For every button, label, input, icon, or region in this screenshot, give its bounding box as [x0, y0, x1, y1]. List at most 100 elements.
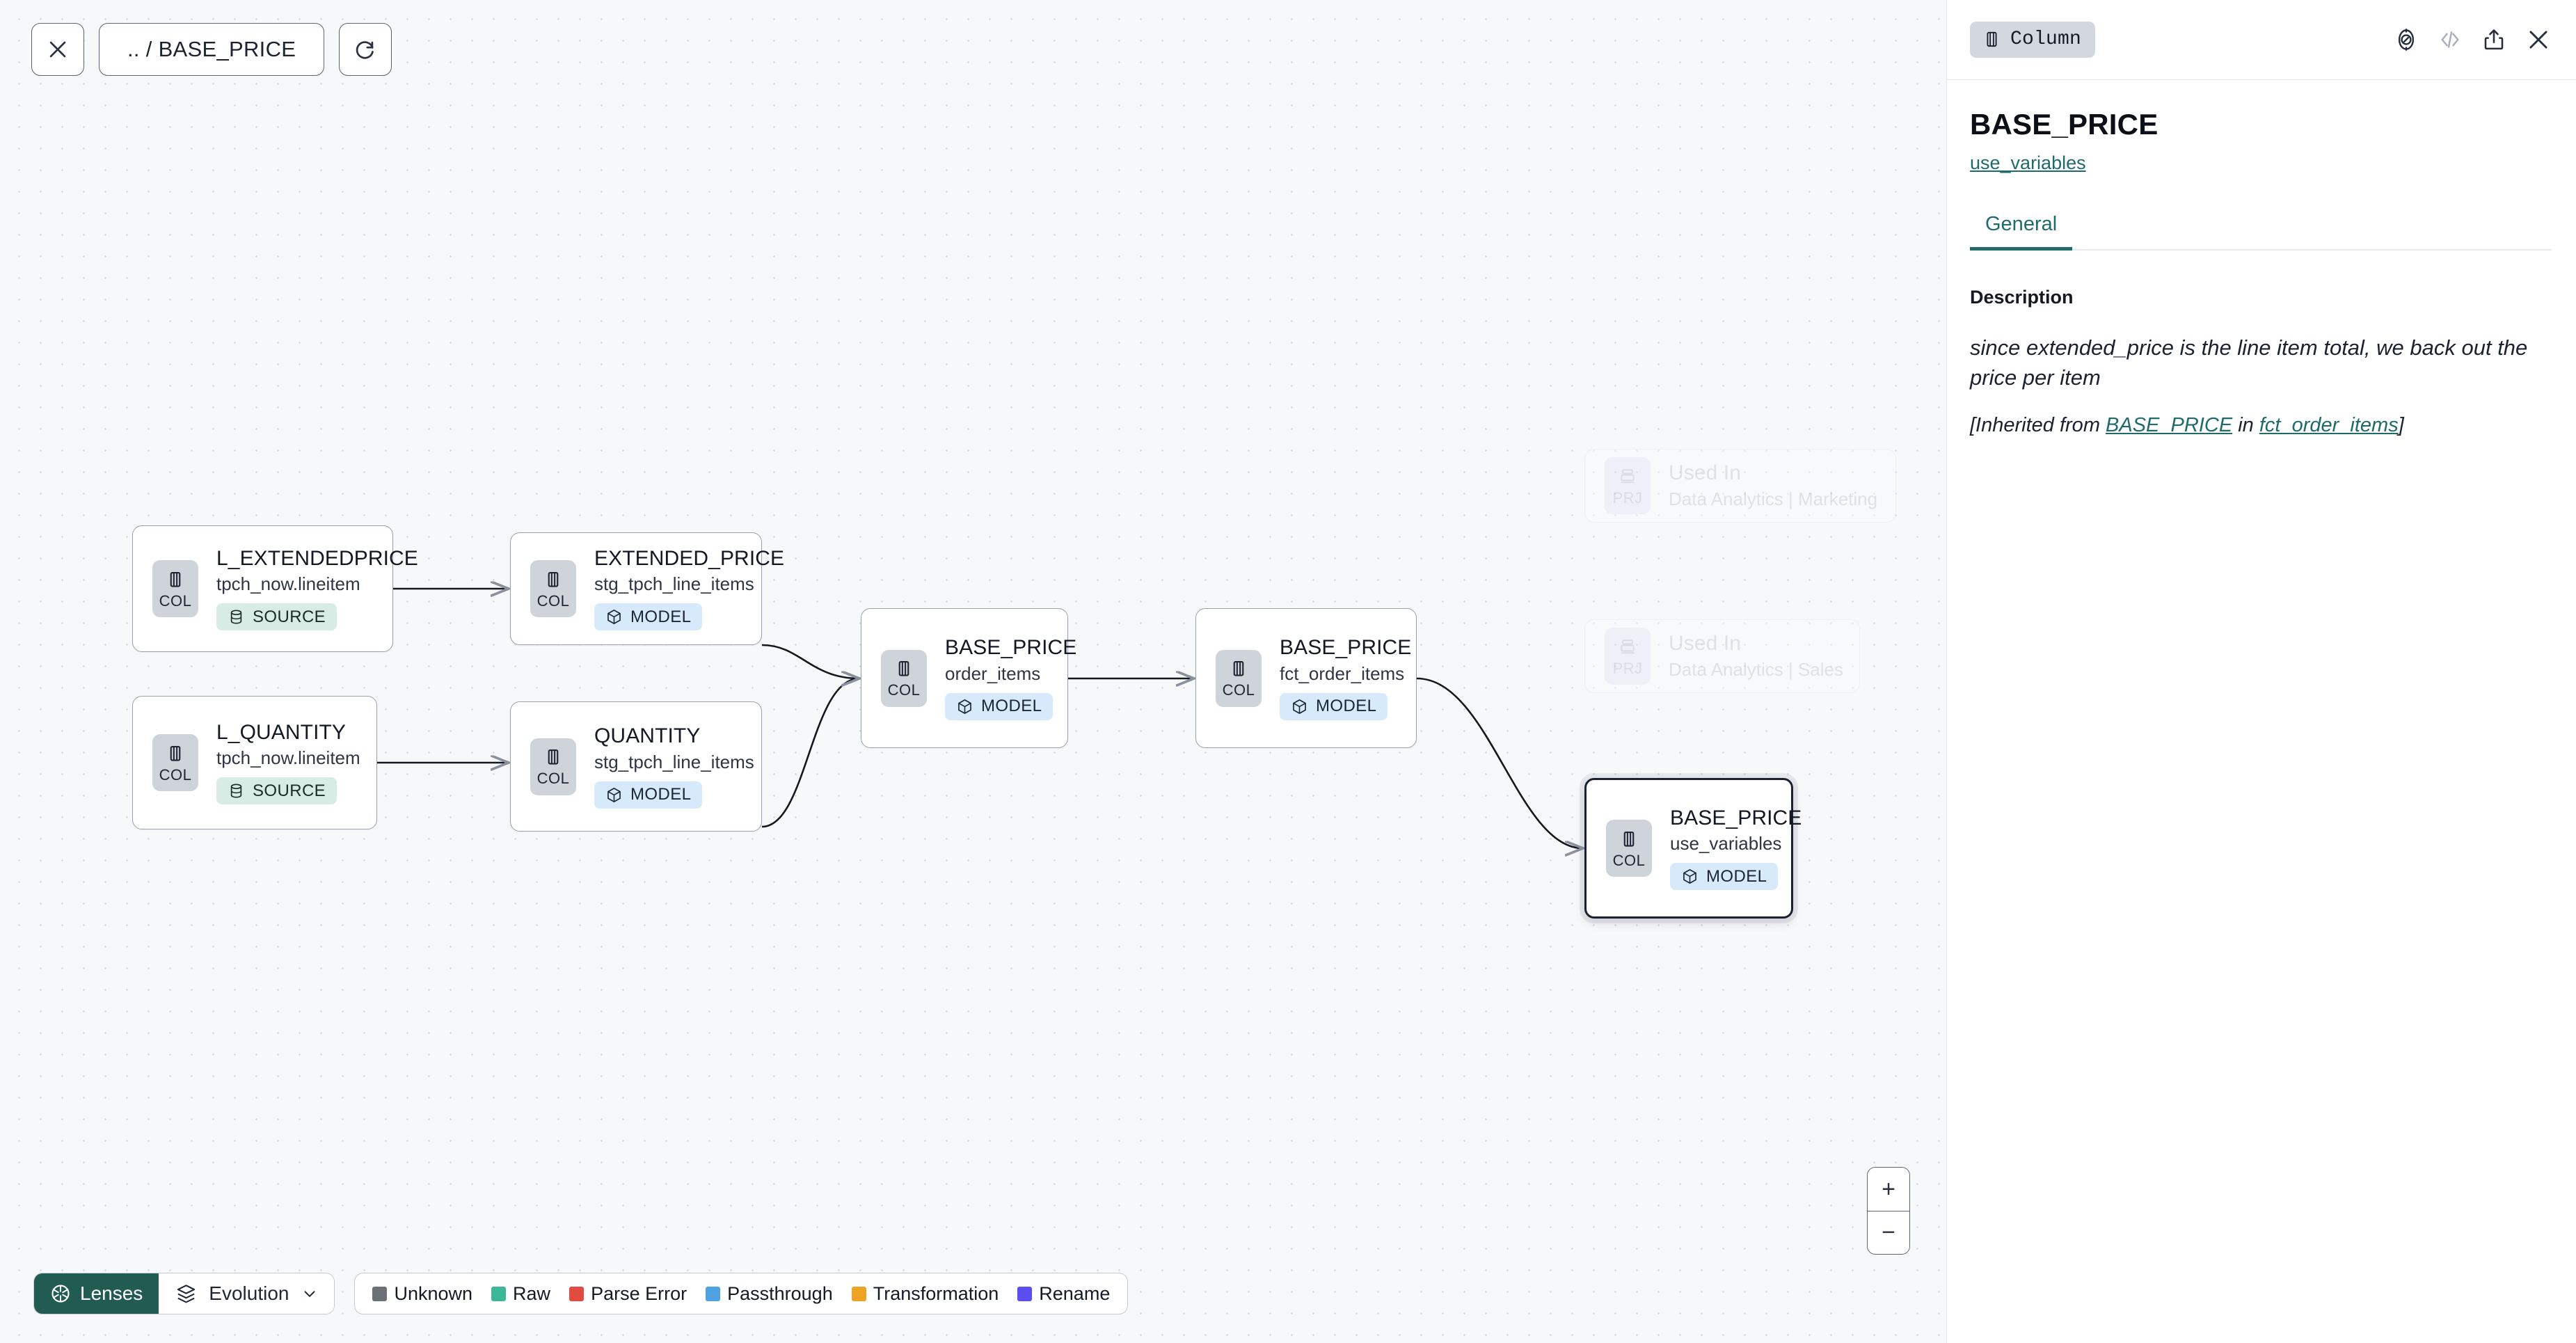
node-kind-label: COL: [159, 591, 192, 610]
column-icon: [170, 745, 181, 761]
node-kind-badge: COL: [152, 734, 198, 791]
node-kind-label: COL: [536, 591, 570, 610]
node-pill-label: SOURCE: [253, 781, 326, 800]
close-panel-icon[interactable]: [2525, 26, 2552, 53]
refresh-icon: [356, 41, 374, 59]
breadcrumb: .. / BASE_PRICE: [127, 37, 296, 61]
node-subtitle: order_items: [945, 662, 1041, 684]
legend-swatch-icon: [851, 1286, 866, 1301]
legend-item[interactable]: Raw: [491, 1283, 550, 1305]
close-icon: [49, 41, 66, 58]
close-graph-button[interactable]: [31, 23, 84, 76]
node-title: QUANTITY: [594, 724, 701, 748]
node-subtitle: tpch_now.lineitem: [216, 747, 360, 769]
node-kind-label: PRJ: [1612, 488, 1643, 507]
canvas-toolbar: .. / BASE_PRICE: [31, 23, 392, 76]
zoom-out-button[interactable]: −: [1868, 1211, 1909, 1254]
node-subtitle: use_variables: [1670, 833, 1782, 855]
inherited-column-link[interactable]: BASE_PRICE: [2106, 413, 2233, 436]
legend-item[interactable]: Unknown: [372, 1283, 472, 1305]
node-pill-model: MODEL: [945, 692, 1054, 720]
node-kind-label: COL: [159, 765, 192, 784]
refresh-button[interactable]: [339, 23, 392, 76]
evolution-button[interactable]: Evolution: [159, 1273, 335, 1314]
legend-item[interactable]: Transformation: [851, 1282, 999, 1305]
legend-swatch-icon: [569, 1286, 585, 1301]
description-label: Description: [1970, 287, 2074, 308]
node-title: BASE_PRICE: [945, 636, 1077, 660]
node-pill-model: MODEL: [594, 603, 703, 631]
node-title: L_QUANTITY: [216, 720, 347, 744]
node-subtitle: Data Analytics | Marketing: [1669, 488, 1878, 509]
lineage-legend: Unknown Raw Parse Error Passthrough Transfor…: [354, 1273, 1129, 1314]
column-icon: [170, 571, 181, 587]
share-icon[interactable]: [2481, 27, 2506, 52]
node-kind-badge: COL: [1216, 649, 1262, 707]
details-panel: Column: [1946, 0, 2576, 1343]
legend-label: Rename: [1039, 1282, 1111, 1304]
breadcrumb-button[interactable]: .. / BASE_PRICE: [99, 23, 325, 76]
page-title: BASE_PRICE: [1970, 108, 2158, 141]
cube-icon: [607, 787, 621, 802]
entity-type-chip: Column: [1970, 22, 2096, 58]
lenses-button[interactable]: Lenses: [34, 1273, 159, 1314]
database-icon: [230, 610, 242, 624]
node-title: Used In: [1669, 632, 1742, 655]
node-title: L_EXTENDEDPRICE: [216, 546, 418, 570]
zoom-control: + −: [1867, 1167, 1910, 1255]
node-pill-model: MODEL: [1670, 863, 1779, 891]
node-title: Used In: [1669, 461, 1742, 485]
node-pill-label: MODEL: [1706, 866, 1767, 886]
cube-icon: [607, 610, 621, 625]
node-kind-badge: COL: [530, 560, 576, 617]
legend-swatch-icon: [491, 1286, 507, 1301]
parent-model-link[interactable]: use_variables: [1970, 152, 2086, 173]
tab-general[interactable]: General: [1970, 213, 2073, 251]
inherited-prefix: [Inherited from: [1970, 413, 2106, 436]
node-body: Used In Data Analytics | Marketing: [1669, 461, 1877, 510]
node-subtitle: fct_order_items: [1280, 662, 1405, 684]
legend-label: Passthrough: [727, 1282, 833, 1304]
node-kind-badge: PRJ: [1605, 628, 1651, 685]
lineage-node-used_in_marketing[interactable]: PRJ Used In Data Analytics | Marketing: [1584, 449, 1896, 523]
canvas-bottom-bar: Lenses Evolution Unknown Raw Parse Error Pa…: [33, 1273, 1129, 1314]
node-pill-label: MODEL: [981, 697, 1042, 716]
node-pill-label: MODEL: [630, 785, 692, 804]
legend-item[interactable]: Rename: [1017, 1283, 1110, 1305]
code-icon[interactable]: [2438, 27, 2463, 52]
zoom-in-button[interactable]: +: [1868, 1168, 1909, 1211]
inherited-suffix: ]: [2398, 413, 2404, 436]
legend-item[interactable]: Passthrough: [706, 1283, 833, 1305]
column-icon: [898, 660, 909, 676]
cube-icon: [1683, 869, 1696, 884]
legend-item[interactable]: Parse Error: [569, 1283, 687, 1305]
inherited-model-link[interactable]: fct_order_items: [2259, 413, 2399, 436]
chevron-down-icon: [305, 1291, 315, 1297]
compass-icon[interactable]: [2394, 27, 2419, 52]
panel-tabs: General: [1970, 213, 2552, 251]
node-kind-label: COL: [536, 770, 570, 787]
node-kind-badge: COL: [530, 738, 576, 795]
node-pill-source: SOURCE: [216, 777, 337, 805]
column-icon: [1623, 831, 1635, 847]
lenses-label: Lenses: [80, 1282, 143, 1304]
legend-label: Transformation: [873, 1282, 999, 1304]
node-kind-badge: COL: [152, 560, 198, 617]
node-kind-label: COL: [1222, 681, 1255, 699]
column-icon: [548, 749, 559, 765]
